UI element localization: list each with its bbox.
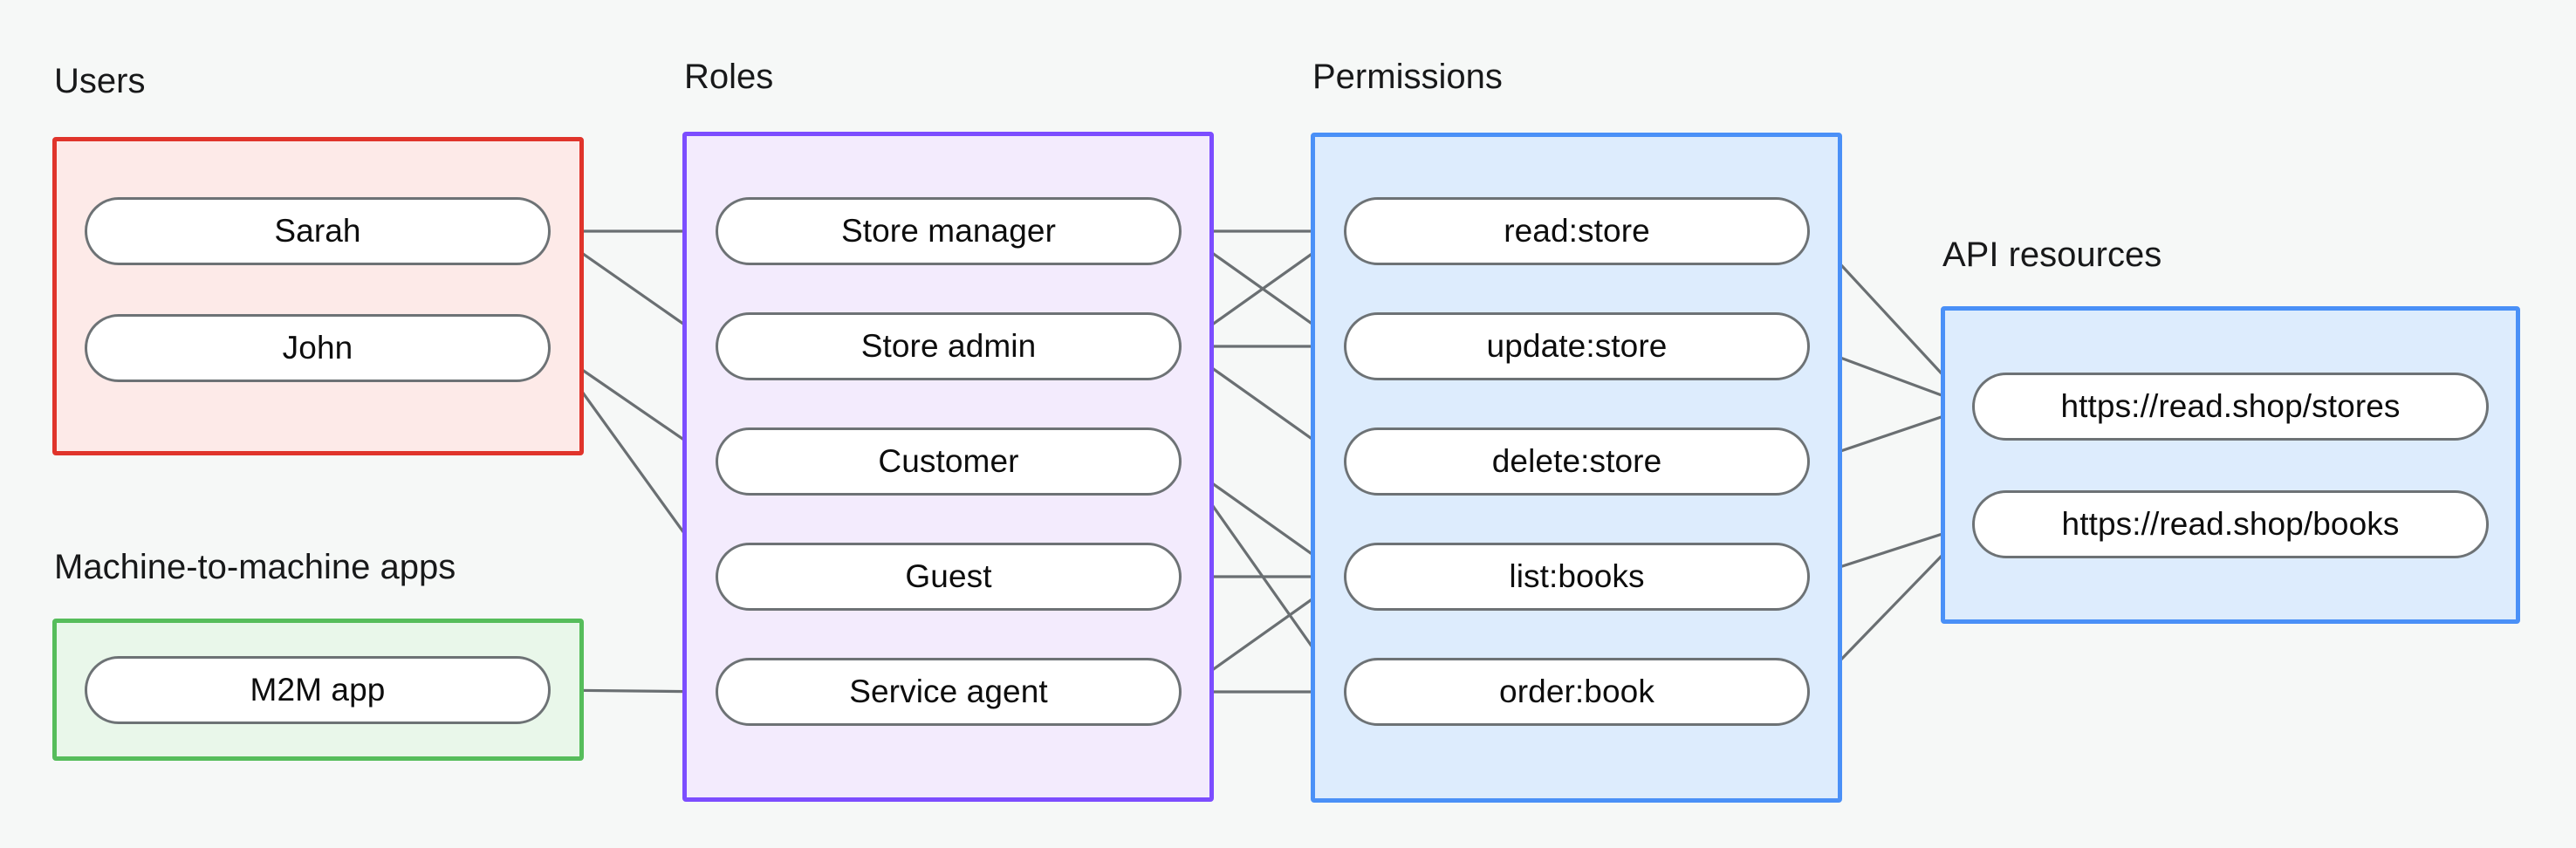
node-list-books[interactable]: list:books xyxy=(1344,543,1810,611)
group-box-users xyxy=(52,137,584,455)
group-label-api-resources: API resources xyxy=(1942,236,2162,274)
group-label-roles: Roles xyxy=(684,58,774,96)
node-john[interactable]: John xyxy=(85,314,551,382)
group-box-api-resources xyxy=(1941,306,2520,624)
node-update-store[interactable]: update:store xyxy=(1344,312,1810,380)
node-delete-store[interactable]: delete:store xyxy=(1344,427,1810,496)
node-read-store[interactable]: read:store xyxy=(1344,197,1810,265)
node-res-books[interactable]: https://read.shop/books xyxy=(1972,490,2489,558)
node-service-agent[interactable]: Service agent xyxy=(716,658,1182,726)
node-guest[interactable]: Guest xyxy=(716,543,1182,611)
group-label-m2m: Machine-to-machine apps xyxy=(54,548,456,586)
group-label-users: Users xyxy=(54,62,146,100)
node-res-stores[interactable]: https://read.shop/stores xyxy=(1972,373,2489,441)
node-order-book[interactable]: order:book xyxy=(1344,658,1810,726)
node-m2m-app[interactable]: M2M app xyxy=(85,656,551,724)
node-sarah[interactable]: Sarah xyxy=(85,197,551,265)
group-label-permissions: Permissions xyxy=(1312,58,1503,96)
node-store-manager[interactable]: Store manager xyxy=(716,197,1182,265)
node-store-admin[interactable]: Store admin xyxy=(716,312,1182,380)
node-customer[interactable]: Customer xyxy=(716,427,1182,496)
